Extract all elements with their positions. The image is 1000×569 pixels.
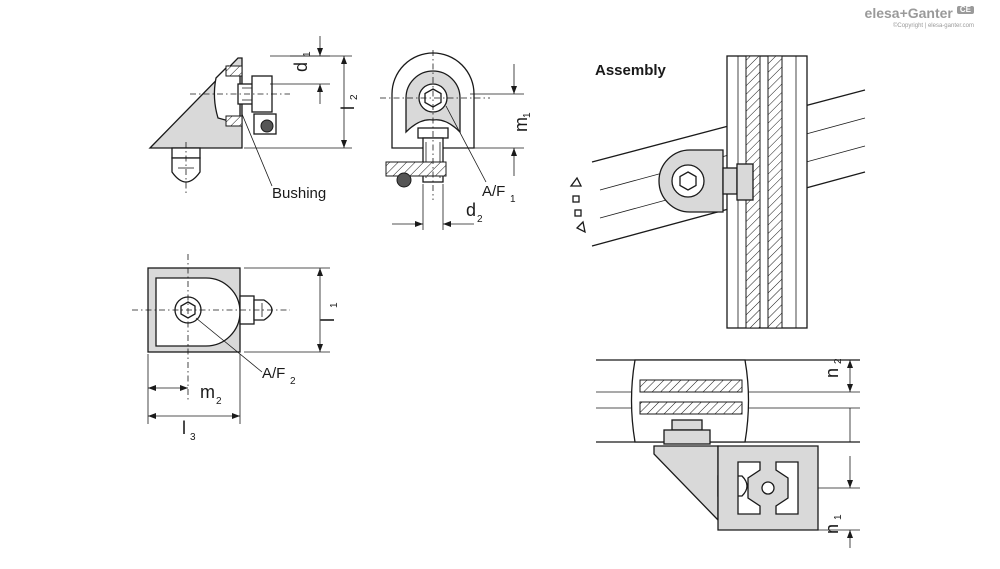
af2-leader <box>195 317 263 373</box>
section-screw-flange <box>663 429 711 445</box>
label-m1-sub: 1 <box>522 112 533 118</box>
label-af2-sub: 2 <box>290 376 296 387</box>
label-af1: A/F <box>482 183 505 200</box>
af1-leader <box>445 105 487 183</box>
motion-square-a <box>572 195 580 203</box>
label-m1: m <box>511 117 531 132</box>
side-view <box>148 36 352 196</box>
label-m2-sub: 2 <box>216 396 222 407</box>
motion-square-b <box>574 209 582 217</box>
label-d2: d <box>466 200 476 220</box>
front-view <box>380 50 524 230</box>
label-d1-sub: 1 <box>302 51 313 57</box>
label-d1: d <box>291 62 311 72</box>
label-l3: l <box>182 418 186 438</box>
brand-name: elesa+Ganter <box>864 5 953 21</box>
brand-copyright: ©Copyright | elesa-ganter.com <box>892 23 974 29</box>
ball-detent <box>260 119 274 133</box>
label-l2-sub: 2 <box>349 94 360 100</box>
assembly-head <box>671 164 705 198</box>
top-view <box>132 254 330 424</box>
socket-head <box>418 83 448 113</box>
assembly-nut-a <box>722 167 738 195</box>
brand-tag: CE <box>956 6 974 14</box>
t-nut <box>385 161 447 177</box>
label-assembly: Assembly <box>595 62 667 79</box>
label-l2: l <box>338 106 358 110</box>
label-l3-sub: 3 <box>190 432 196 443</box>
section-bracket <box>653 445 719 522</box>
label-n2-sub: 2 <box>833 358 844 364</box>
bushing-leader <box>241 113 273 187</box>
label-l1-sub: 1 <box>329 302 340 308</box>
motion-arrow-up <box>569 176 583 187</box>
label-m2: m <box>200 382 215 402</box>
horizontal-hatch-a <box>639 379 743 393</box>
horizontal-hatch-b <box>639 401 743 415</box>
label-af2: A/F <box>262 365 285 382</box>
label-n1: n <box>822 524 842 534</box>
hatch-top <box>225 65 243 77</box>
label-bushing: Bushing <box>272 185 326 202</box>
label-d2-sub: 2 <box>477 214 483 225</box>
label-n2: n <box>822 368 842 378</box>
section-screw-head <box>671 419 703 431</box>
assembly-view <box>569 55 866 329</box>
assembly-nut-b <box>736 163 754 201</box>
vertical-hatch-b <box>767 55 783 329</box>
motion-arrow-down <box>575 220 586 234</box>
label-n1-sub: 1 <box>833 514 844 520</box>
profile-section-view <box>596 359 860 548</box>
front-ball <box>396 172 412 188</box>
assembly-hex <box>679 171 697 191</box>
label-l1: l <box>318 318 338 322</box>
label-af1-sub: 1 <box>510 194 516 205</box>
profile-core <box>761 481 775 495</box>
hatch-bottom <box>225 115 243 127</box>
